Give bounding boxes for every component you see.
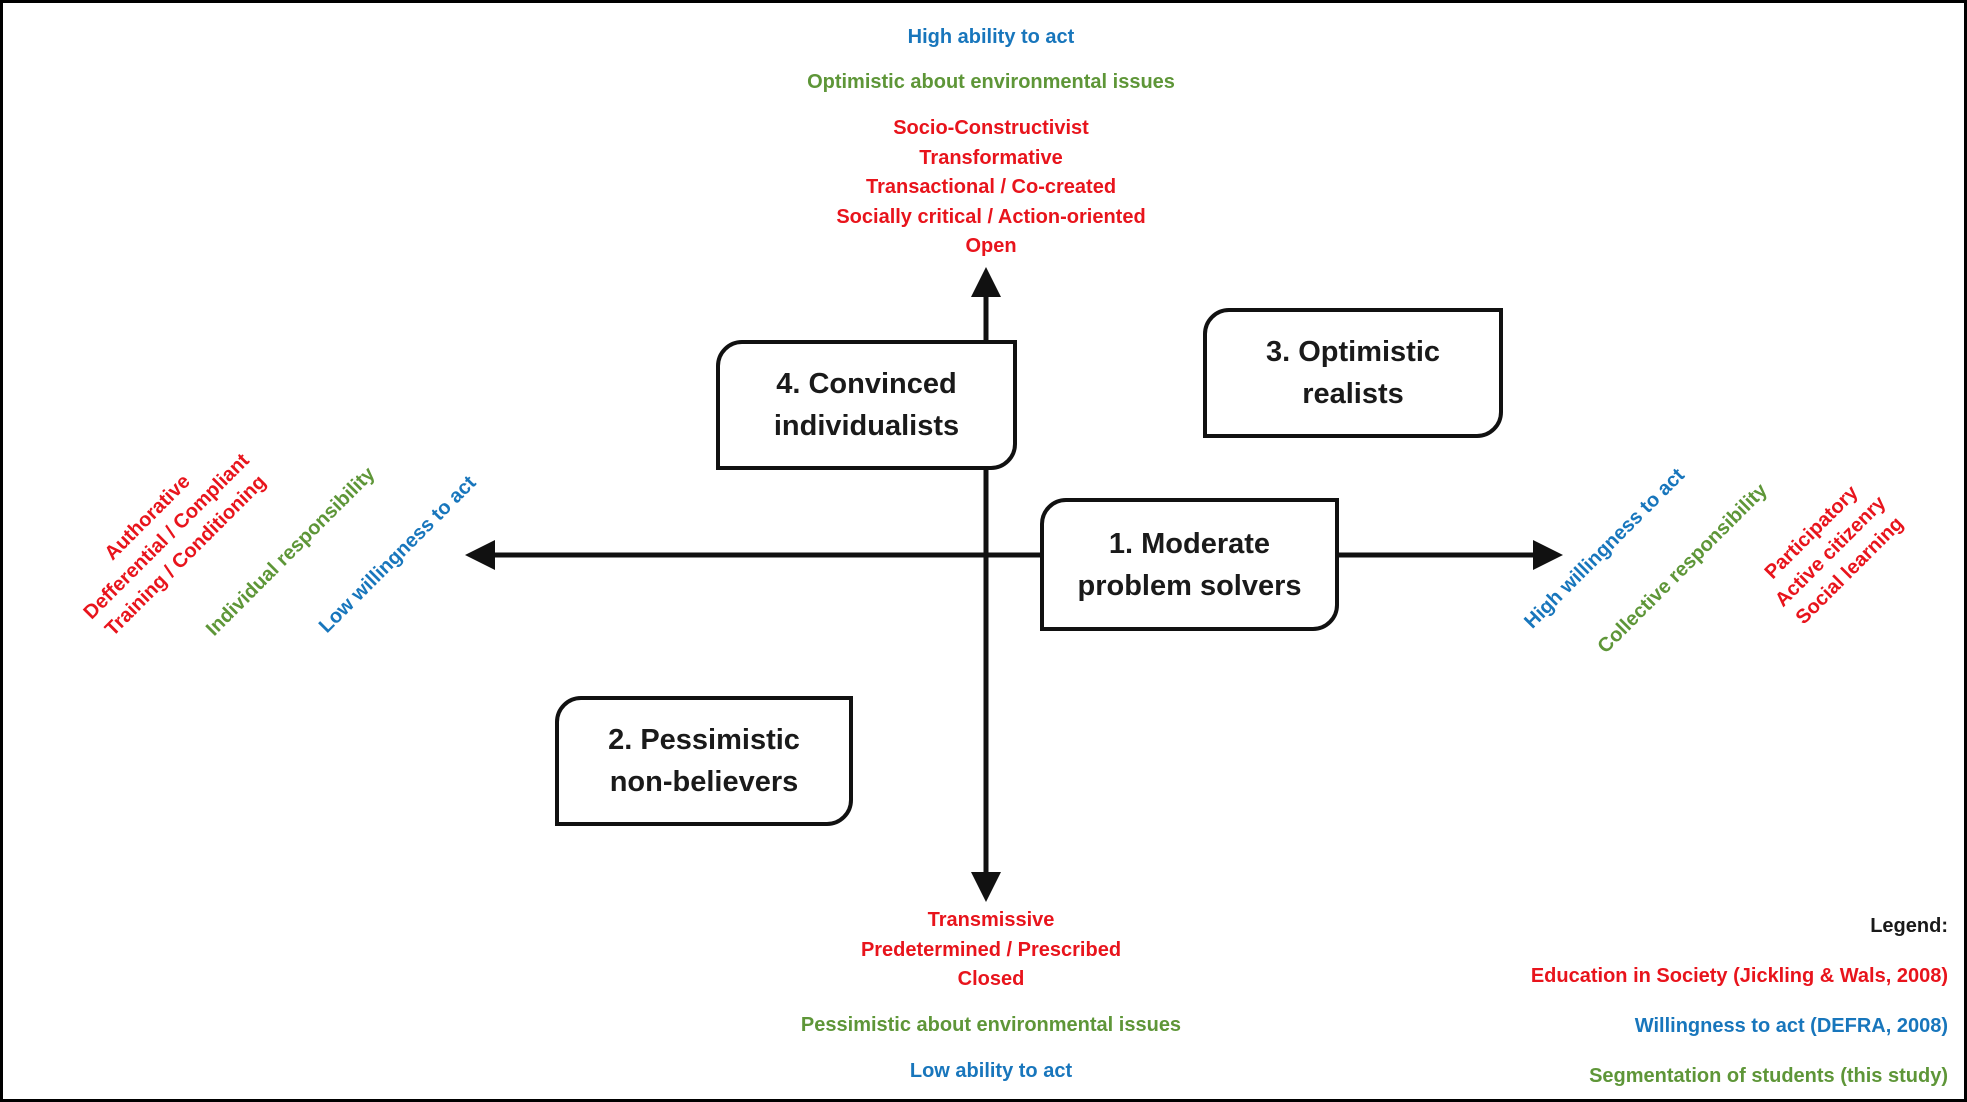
right-arrowhead-icon xyxy=(1533,540,1563,570)
left-arrowhead-icon xyxy=(465,540,495,570)
bottom-outlook-label: Pessimistic about environmental issues xyxy=(800,1014,1182,1036)
top-education-line: Transactional / Co-created xyxy=(865,176,1117,198)
segment-box-pessimistic-non-believers: 2. Pessimistic non-believers xyxy=(555,696,853,826)
top-education-line: Socially critical / Action-oriented xyxy=(836,205,1146,228)
legend-item-segmentation-of-students: Segmentation of students (this study) xyxy=(1589,1064,1948,1087)
segment-box-optimistic-realists: 3. Optimistic realists xyxy=(1203,308,1503,438)
segment-box-convinced-individualists: 4. Convinced individualists xyxy=(716,340,1017,470)
top-education-line: Transformative xyxy=(919,146,1063,169)
up-arrowhead-icon xyxy=(971,267,1001,297)
bottom-education-line: Transmissive xyxy=(927,909,1055,931)
legend-item-education-in-society: Education in Society (Jickling & Wals, 2… xyxy=(1530,964,1948,987)
top-outlook-label: Optimistic about environmental issues xyxy=(807,71,1175,93)
bottom-education-line: Closed xyxy=(957,968,1025,990)
segment-box-moderate-problem-solvers: 1. Moderate problem solvers xyxy=(1040,498,1339,631)
segment-label-line: non-believers xyxy=(609,766,799,798)
down-arrowhead-icon xyxy=(971,872,1001,902)
bottom-education-line: Predetermined / Prescribed xyxy=(860,938,1122,961)
legend-title: Legend: xyxy=(1870,914,1948,937)
segment-label-line: 3. Optimistic xyxy=(1265,336,1441,368)
legend-item-willingness-to-act: Willingness to act (DEFRA, 2008) xyxy=(1634,1014,1948,1037)
segment-label-line: problem solvers xyxy=(1077,569,1302,602)
segment-label-line: 1. Moderate xyxy=(1108,527,1271,560)
segment-label-line: individualists xyxy=(773,410,960,442)
segment-label-line: realists xyxy=(1302,378,1404,410)
top-education-line: Socio-Constructivist xyxy=(893,117,1089,139)
top-education-labels: Socio-Constructivist Transformative Tran… xyxy=(491,114,1491,262)
bottom-education-labels: Transmissive Predetermined / Prescribed … xyxy=(491,906,1491,995)
top-ability-label: High ability to act xyxy=(907,26,1075,48)
top-education-line: Open xyxy=(965,235,1017,257)
segment-label-line: 2. Pessimistic xyxy=(608,724,800,756)
legend: Legend: Education in Society (Jickling &… xyxy=(1530,901,1948,1099)
segment-label-line: 4. Convinced xyxy=(776,368,957,400)
bottom-ability-label: Low ability to act xyxy=(909,1060,1073,1082)
